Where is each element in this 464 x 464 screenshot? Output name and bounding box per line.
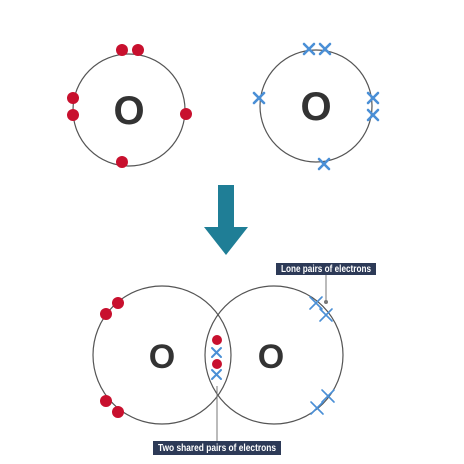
- cross-electron: [318, 42, 332, 56]
- cross-electron: [319, 308, 333, 322]
- cross-electron: [317, 157, 331, 171]
- shared-cross-electron: [211, 369, 222, 380]
- molecule-shell-right: [204, 285, 344, 425]
- lone-pairs-callout: Lone pairs of electrons: [276, 263, 376, 304]
- electron-shell-right: [259, 49, 373, 163]
- dot-electron: [112, 406, 124, 418]
- shared-pairs-callout: Two shared pairs of electrons: [153, 386, 281, 455]
- dot-electron: [112, 297, 124, 309]
- dot-electron: [67, 92, 79, 104]
- molecule-symbol-left: O: [149, 338, 175, 376]
- cross-electrons-right: [252, 42, 380, 171]
- shared-pairs-label: Two shared pairs of electrons: [153, 441, 281, 455]
- shared-pairs: [211, 335, 222, 380]
- dot-electron: [132, 44, 144, 56]
- molecule-shell-left: [92, 285, 232, 425]
- cross-electron: [366, 108, 380, 122]
- lone-pair-crosses: [309, 296, 335, 415]
- molecule-symbol-right: O: [258, 338, 284, 376]
- lone-pairs-leader-dot: [324, 300, 328, 304]
- dot-electron: [100, 395, 112, 407]
- cross-electron: [252, 91, 266, 105]
- shared-cross-electron: [211, 347, 222, 358]
- lone-pair-dots: [100, 297, 124, 418]
- dot-electron: [67, 109, 79, 121]
- dot-electron: [116, 44, 128, 56]
- down-arrow-icon: [204, 185, 248, 255]
- cross-electron: [310, 401, 324, 415]
- lone-pairs-label: Lone pairs of electrons: [276, 263, 376, 275]
- cross-electron: [309, 296, 323, 310]
- shared-pairs-label-text: Two shared pairs of electrons: [158, 443, 276, 454]
- atom-left-dots: O: [67, 44, 192, 168]
- atom-symbol-left: O: [113, 89, 144, 133]
- dot-electrons-left: [67, 44, 192, 168]
- atom-right-crosses: O: [252, 42, 380, 171]
- cross-electron: [302, 42, 316, 56]
- dot-electron: [100, 308, 112, 320]
- cross-electron: [366, 91, 380, 105]
- shared-dot-electron: [212, 359, 222, 369]
- o2-molecule: O O: [92, 285, 344, 425]
- cross-electron: [321, 389, 335, 403]
- atom-symbol-right: O: [300, 85, 331, 129]
- shared-dot-electron: [212, 335, 222, 345]
- lone-pairs-label-text: Lone pairs of electrons: [281, 264, 371, 275]
- dot-electron: [116, 156, 128, 168]
- dot-electron: [180, 108, 192, 120]
